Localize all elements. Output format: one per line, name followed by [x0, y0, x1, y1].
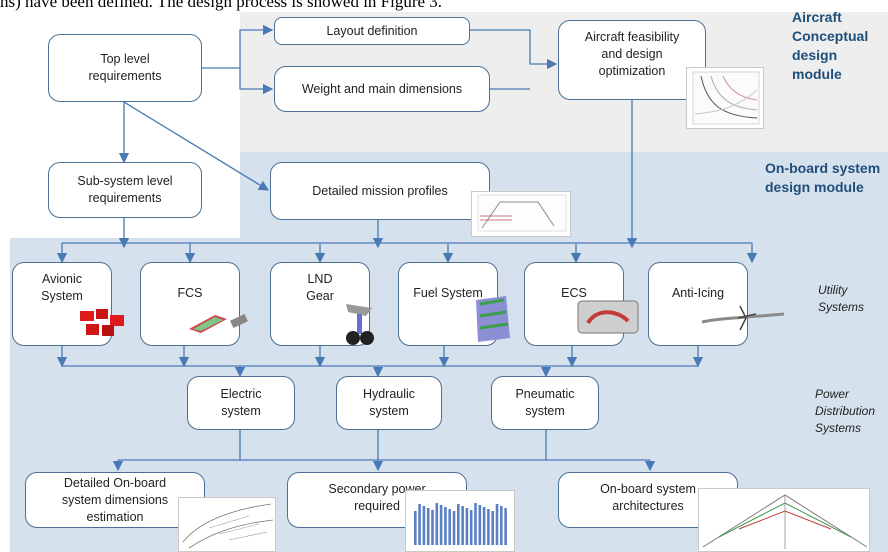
- layout-definition-label: Layout definition: [326, 23, 418, 38]
- architectures-label: On-board system architectures: [600, 482, 696, 513]
- power-chart-bar: [500, 506, 503, 545]
- power-chart-bar: [482, 507, 486, 545]
- power-chart-bar: [439, 505, 443, 545]
- fcs-label: FCS: [177, 286, 203, 300]
- ecs-label: ECS: [561, 286, 587, 300]
- utility-systems-label: Utility Systems: [818, 283, 865, 314]
- subsystem-requirements-label: Sub-system level requirements: [77, 174, 173, 205]
- top-level-requirements-box: Top level requirements: [48, 34, 202, 102]
- power-chart-bar: [426, 508, 430, 545]
- power-chart-bar: [431, 510, 434, 545]
- architectures-drawing-thumbnail: [698, 488, 870, 552]
- mission-profile-chart-image: [477, 194, 567, 232]
- detailed-dimensions-label: Detailed On-board system dimensions esti…: [61, 475, 169, 524]
- power-chart-bar: [504, 508, 507, 545]
- feasibility-plot-thumbnail: [686, 67, 764, 129]
- electric-system-label: Electric system: [220, 387, 262, 418]
- pneumatic-system-box: Pneumatic system: [491, 376, 599, 430]
- power-chart-bar: [465, 508, 469, 545]
- anti-icing-propeller-image: [700, 300, 786, 334]
- anti-icing-box: Anti-Icing: [648, 262, 748, 346]
- fuel-system-image: [470, 294, 514, 346]
- power-chart-bar: [414, 511, 417, 545]
- avionic-hardware-image: [78, 305, 128, 341]
- onboard-module-label: On-board system design module: [765, 160, 881, 195]
- power-chart-bar: [495, 504, 499, 545]
- fcs-actuator-image: [185, 305, 253, 337]
- top-level-requirements-label: Top level requirements: [88, 52, 162, 83]
- power-chart-bar: [474, 503, 477, 545]
- fcs-box: FCS: [140, 262, 240, 346]
- power-chart-bar: [491, 511, 494, 545]
- conceptual-module-label: Aircraft Conceptual design module: [792, 9, 869, 82]
- feasibility-plot-image: [692, 71, 760, 125]
- feasibility-box: Aircraft feasibility and design optimiza…: [558, 20, 706, 100]
- lnd-gear-label: LND Gear: [306, 272, 334, 303]
- power-chart-bar: [444, 507, 447, 545]
- avionic-system-label: Avionic System: [41, 272, 83, 303]
- hydraulic-system-label: Hydraulic system: [362, 387, 416, 418]
- mission-profiles-label: Detailed mission profiles: [312, 183, 448, 198]
- document-header-text: ns) have been defined. The design proces…: [0, 0, 443, 11]
- mission-profile-thumbnail: [471, 191, 571, 237]
- anti-icing-label: Anti-Icing: [671, 286, 725, 300]
- power-chart-bar: [478, 505, 482, 545]
- hydraulic-system-box: Hydraulic system: [336, 376, 442, 430]
- feasibility-label: Aircraft feasibility and design optimiza…: [584, 30, 680, 78]
- weight-dimensions-label: Weight and main dimensions: [301, 81, 463, 96]
- power-distribution-label: Power Distribution Systems: [815, 387, 876, 435]
- power-chart-bar: [461, 506, 464, 545]
- dimensions-drawing-thumbnail: [178, 497, 276, 552]
- secondary-power-chart-thumbnail: [405, 490, 515, 552]
- mission-profiles-box: Detailed mission profiles: [270, 162, 490, 220]
- subsystem-requirements-box: Sub-system level requirements: [48, 162, 202, 218]
- power-chart-bar: [418, 504, 421, 545]
- landing-gear-image: [342, 302, 378, 348]
- weight-dimensions-box: Weight and main dimensions: [274, 66, 490, 112]
- detailed-dimensions-box: Detailed On-board system dimensions esti…: [25, 472, 205, 528]
- pneumatic-system-label: Pneumatic system: [515, 387, 575, 418]
- electric-system-box: Electric system: [187, 376, 295, 430]
- power-chart-bar: [422, 506, 426, 545]
- power-chart-bar: [457, 504, 460, 545]
- layout-definition-box: Layout definition: [274, 17, 470, 45]
- power-chart-bar: [469, 510, 473, 545]
- power-chart-bar: [435, 503, 439, 545]
- ecs-unit-image: [576, 297, 640, 337]
- power-chart-bar: [452, 511, 456, 545]
- power-chart-bar: [448, 509, 451, 545]
- fuel-system-label: Fuel System: [413, 286, 483, 300]
- power-chart-bar: [487, 509, 490, 545]
